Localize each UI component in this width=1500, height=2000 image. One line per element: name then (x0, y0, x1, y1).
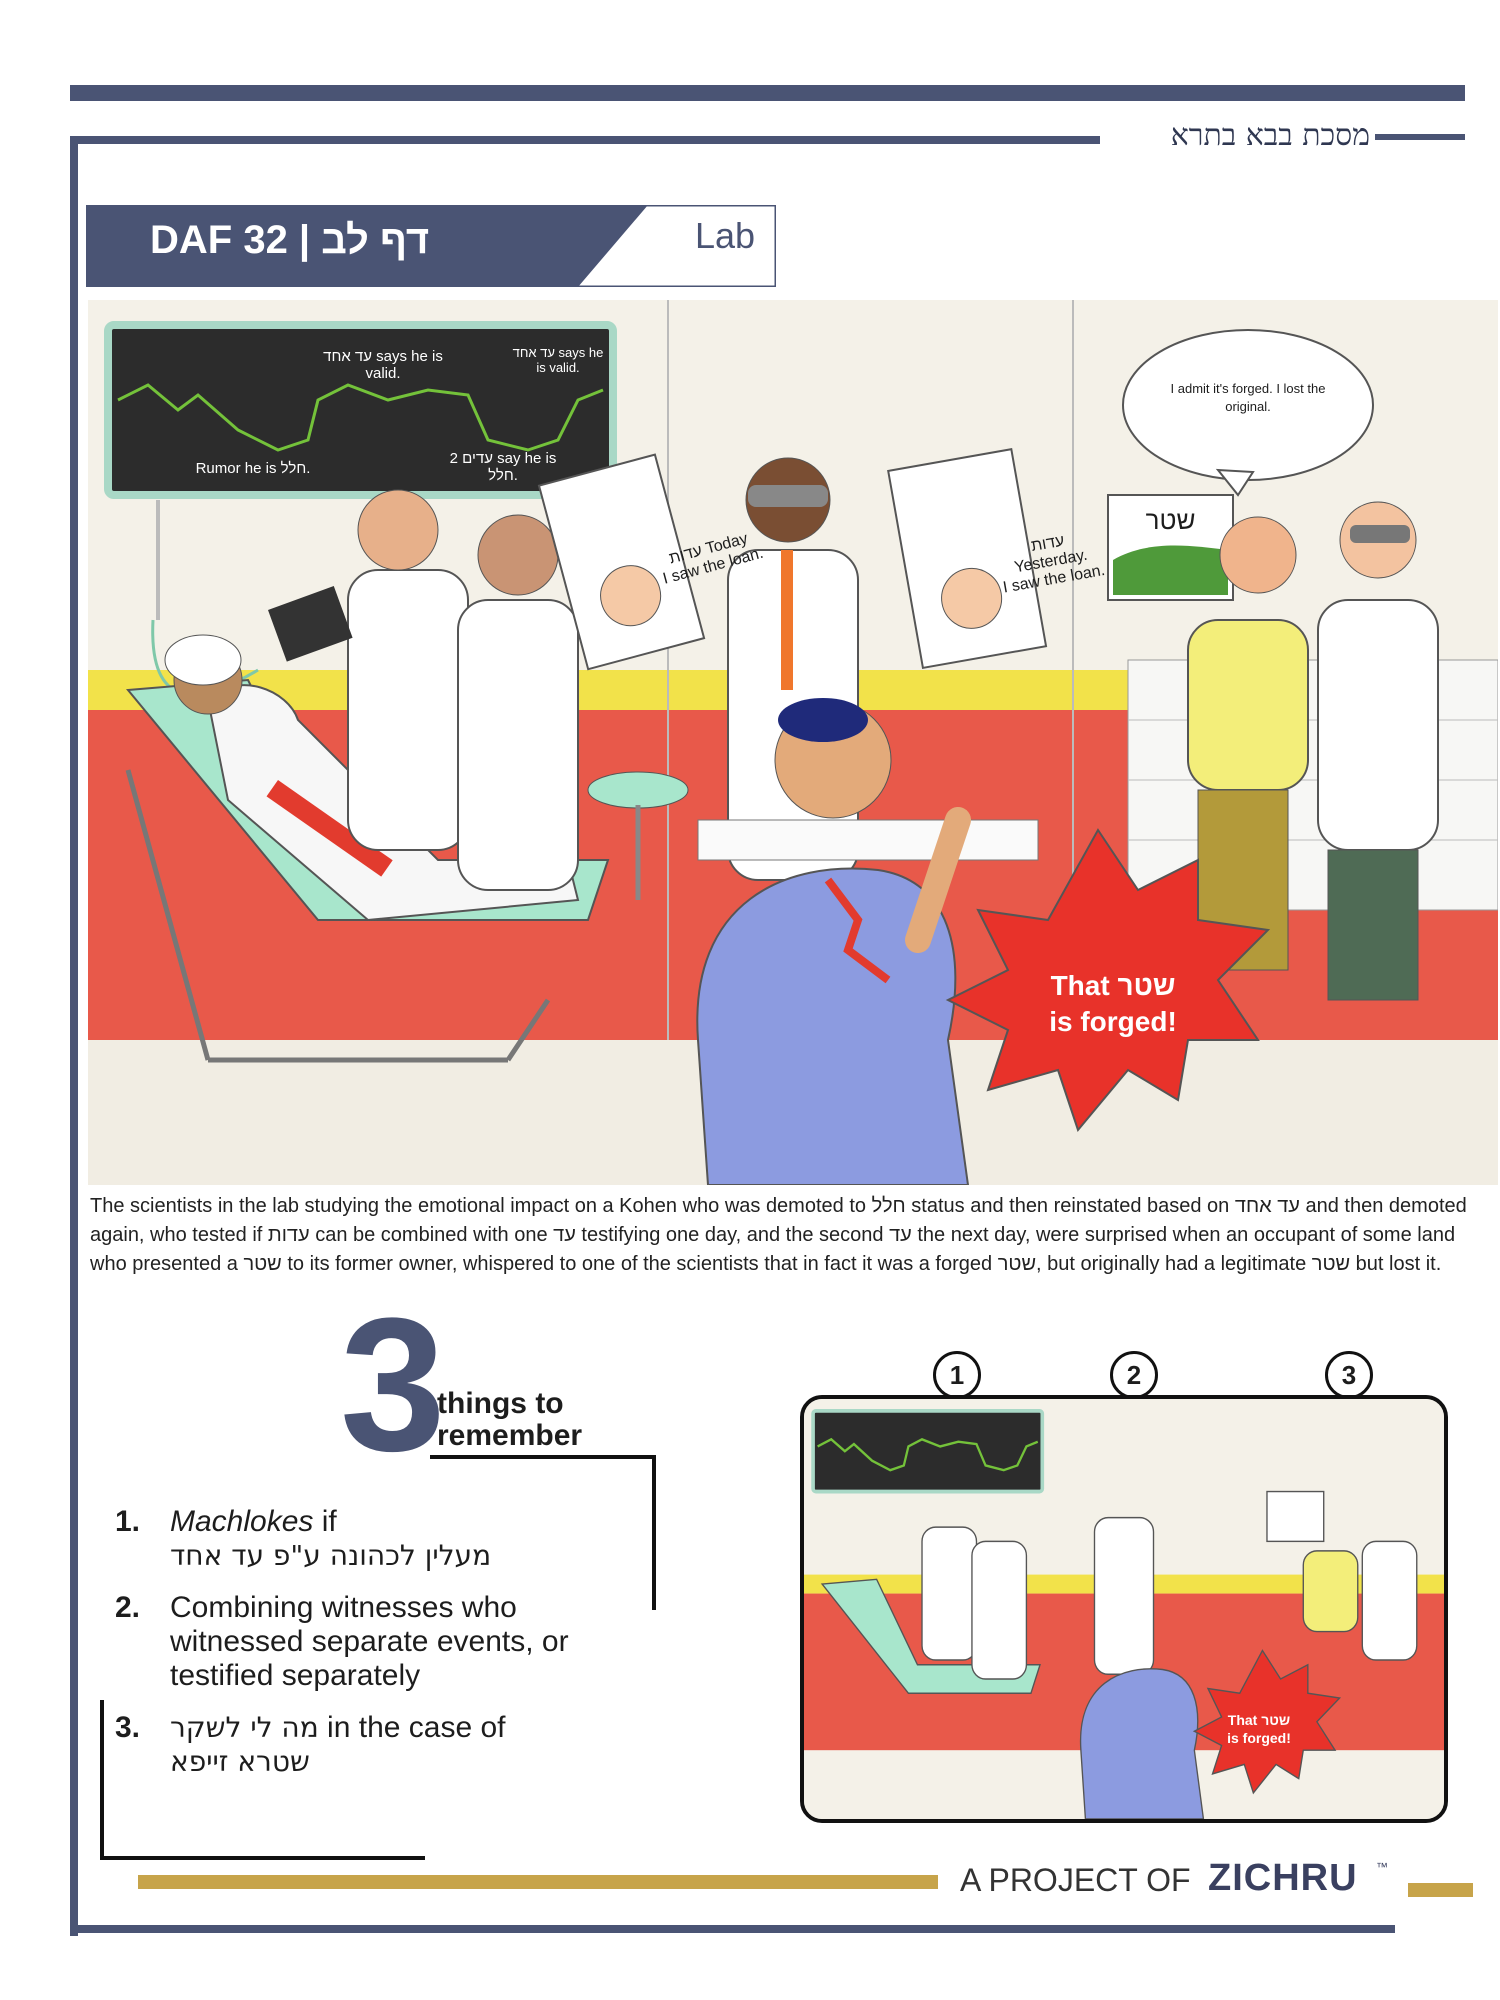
lab-scene-drawing (88, 300, 1498, 1185)
list-item-lead: Machlokes (170, 1505, 314, 1538)
monitor-two-witnesses-label: 2 עדים say he is חלל. (449, 450, 557, 484)
thumbnail-exclaim-line1: That שטר (1227, 1712, 1291, 1728)
frame-left-rule (70, 136, 78, 1936)
exclaim-text: That שטר is forged! (1013, 968, 1213, 1040)
callout-1: 1 (933, 1351, 981, 1399)
top-rule (70, 85, 1465, 101)
things-title-line2: remember (437, 1419, 583, 1452)
list-item-text: if (313, 1505, 337, 1538)
things-list: 1. Machlokes if מעלין לכהונה ע"פ עד אחד … (115, 1505, 655, 1797)
list-bracket-left (100, 1700, 104, 1860)
list-item-text: Combining witnesses who witnessed separa… (170, 1591, 569, 1692)
speech-bubble-text: I admit it's forged. I lost the original… (1170, 381, 1326, 414)
things-title-line1: things to (437, 1387, 564, 1420)
daf-label: DAF 32 | דף לב (150, 218, 430, 262)
things-bracket-right (652, 1455, 656, 1610)
scene-caption: The scientists in the lab studying the e… (90, 1195, 1467, 1275)
tractate-rule (1375, 134, 1465, 140)
section-label: Lab (695, 215, 756, 256)
frame-bottom-rule (70, 1925, 1395, 1933)
list-item-hebrew: מעלין לכהונה ע"פ עד אחד (170, 1539, 492, 1572)
list-item-hebrew: שטרא זייפא (170, 1745, 310, 1778)
frame-top-rule (70, 136, 1100, 144)
footer-gold-rule-left (138, 1875, 938, 1889)
list-item: 1. Machlokes if מעלין לכהונה ע"פ עד אחד (115, 1505, 655, 1573)
callout-3: 3 (1325, 1351, 1373, 1399)
footer-project-label: A PROJECT OF (960, 1862, 1191, 1898)
daf-banner (86, 205, 776, 287)
shtar-sign-label: שטר (1145, 505, 1196, 535)
thumbnail-drawing (804, 1399, 1444, 1819)
list-item-number: 2. (115, 1591, 141, 1624)
list-item-number: 3. (115, 1711, 141, 1744)
list-item: 2. Combining witnesses who witnessed sep… (115, 1591, 655, 1693)
list-item: 3. מה לי לשקר in the case of שטרא זייפא (115, 1711, 655, 1779)
monitor-rumor-label: Rumor he is חלל. (195, 460, 311, 477)
footer-gold-rule-right (1408, 1883, 1473, 1897)
list-item-number: 1. (115, 1505, 141, 1538)
monitor-one-witness-label: עד אחד says he is valid. (323, 348, 443, 382)
lab-illustration: Rumor he is חלל. עד אחד says he is valid… (88, 300, 1498, 1185)
list-bracket-bottom (100, 1856, 425, 1860)
callout-2: 2 (1110, 1351, 1158, 1399)
monitor-one-witness-label-2: עד אחד says he is valid. (512, 345, 604, 375)
things-underline (430, 1455, 655, 1459)
trademark-mark: ™ (1376, 1860, 1388, 1874)
things-title: things to remember (437, 1388, 582, 1452)
exclaim-line1: That שטר (1050, 970, 1176, 1001)
exclaim-line2: is forged! (1049, 1006, 1177, 1037)
illustration-thumbnail: That שטר is forged! (800, 1395, 1448, 1823)
big-number-three: 3 (340, 1279, 446, 1491)
tractate-title: מסכת בבא בתרא (1170, 118, 1370, 153)
thumbnail-exclaim-line2: is forged! (1227, 1730, 1291, 1746)
list-item-text: in the case of (318, 1711, 506, 1744)
zichru-logo: ZICHRU (1208, 1857, 1358, 1899)
thumbnail-exclaim: That שטר is forged! (1204, 1711, 1314, 1747)
list-item-hebrew-inline: מה לי לשקר (170, 1711, 319, 1744)
